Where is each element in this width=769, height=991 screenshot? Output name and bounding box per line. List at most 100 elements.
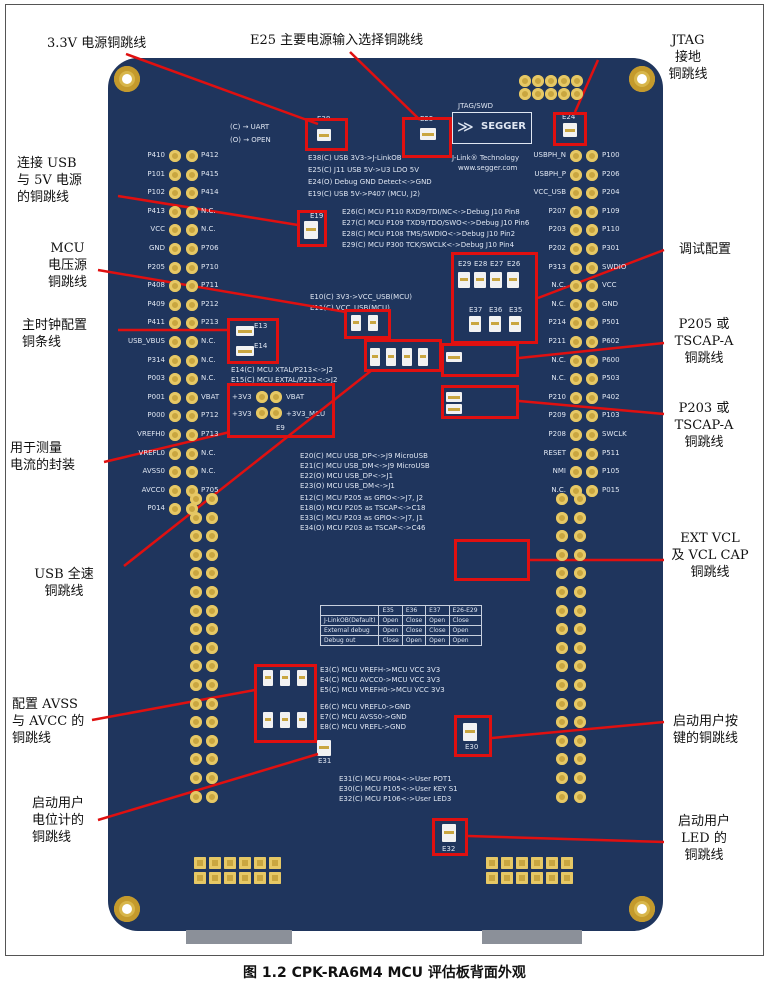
jumper-pad	[297, 670, 307, 686]
jumper-pad	[509, 316, 521, 332]
pin-label-right-inner: USBPH_N	[533, 151, 566, 159]
pin-label-left-inner: VBAT	[201, 392, 220, 401]
pmod-pin	[239, 857, 251, 869]
pin-label-right-inner: USBPH_P	[534, 169, 566, 178]
pmod-pin	[269, 857, 281, 869]
mounting-hole	[114, 66, 140, 92]
pin-label-right: P100	[602, 151, 620, 159]
pin-label-left-inner: P705	[201, 485, 219, 494]
header-pin	[556, 697, 568, 710]
callout-line: 启动用户	[677, 814, 730, 829]
callout-line: 电流的封装	[10, 458, 76, 473]
callout-line: 铜跳线	[668, 67, 708, 82]
silk-e7: E7(C) MCU AVSS0->GND	[320, 713, 407, 721]
header-pin	[190, 790, 202, 803]
silk-e29-label: E29	[458, 260, 472, 268]
header-pin	[570, 280, 582, 293]
header-pin	[186, 391, 198, 404]
pin-label-left: P314	[147, 355, 165, 364]
jumper-pad	[402, 348, 412, 366]
header-pin	[190, 734, 202, 747]
pin-label-left-inner: N.C.	[201, 374, 216, 383]
header-pin	[186, 280, 198, 293]
leader-line	[573, 59, 600, 113]
silk-e28-label: E28	[474, 260, 488, 268]
pin-label-left: P413	[147, 206, 165, 215]
header-pin	[186, 150, 198, 162]
callout-line: 与 5V 电源	[17, 173, 82, 188]
silk-e31-label: E31	[318, 757, 332, 765]
header-pin	[586, 224, 598, 237]
pin-label-right-inner: NMI	[552, 467, 566, 476]
pmod-pin	[501, 872, 513, 884]
silk-e10: E10(C) 3V3->VCC_USB(MCU)	[310, 293, 412, 301]
header-pin	[574, 586, 586, 598]
header-pin	[206, 511, 218, 524]
table-header: E35 E36 E37 E26-E29	[319, 605, 482, 616]
header-pin	[570, 429, 582, 441]
silk-3v3-2: +3V3	[232, 410, 252, 418]
header-pin	[186, 261, 198, 274]
jumper-pad	[280, 712, 290, 728]
pmod-connector-right	[482, 930, 582, 944]
header-pin	[206, 641, 218, 654]
callout-line: 键的铜跳线	[673, 731, 739, 746]
header-pin	[570, 410, 582, 423]
mounting-hole	[629, 896, 655, 922]
pin-label-right: P600	[602, 355, 620, 364]
header-pin	[570, 205, 582, 218]
pmod-pin	[546, 872, 558, 884]
leader-line	[518, 341, 665, 360]
pin-label-right-inner: P313	[548, 262, 566, 271]
pin-label-left: VREFH0	[137, 430, 165, 438]
pin-label-right: P015	[602, 485, 620, 494]
silk-e24: E24	[562, 113, 576, 121]
header-pin	[556, 604, 568, 617]
silk-e32: E32(C) MCU P106<->User LED3	[339, 795, 452, 803]
header-pin	[586, 317, 598, 330]
pin-label-right: P602	[602, 337, 620, 345]
jumper-pad	[563, 123, 577, 137]
pin-label-left-inner: P414	[201, 188, 219, 197]
header-pin	[574, 753, 586, 766]
header-pin	[206, 716, 218, 729]
pin-label-right: P301	[602, 244, 620, 252]
silk-jlink-tech: J-Link® Technology	[452, 154, 520, 162]
pin-label-left-inner: P213	[201, 318, 219, 327]
highlight-current-measure	[227, 383, 335, 438]
header-pin	[169, 261, 181, 274]
highlight-e32	[432, 818, 468, 856]
pin-label-left-inner: P711	[201, 281, 219, 290]
header-pin	[206, 772, 218, 784]
header-pin	[556, 641, 568, 654]
header-pin	[186, 466, 198, 479]
pin-label-left-inner: N.C.	[201, 337, 216, 345]
jumper-pad	[368, 315, 378, 331]
jumper-pad	[490, 272, 502, 288]
header-pin	[586, 410, 598, 423]
pmod-pin	[516, 872, 528, 884]
jumper-pad	[317, 129, 331, 141]
header-pin	[206, 604, 218, 617]
pmod-pin	[531, 857, 543, 869]
pmod-pin	[254, 857, 266, 869]
header-pin	[169, 298, 181, 311]
pin-label-right: VCC	[602, 281, 617, 290]
pin-label-left: P003	[147, 374, 165, 383]
callout-line: LED 的	[681, 831, 727, 846]
silk-3v3: +3V3	[232, 393, 252, 401]
leader-line	[97, 752, 319, 822]
highlight-e13-e14	[227, 318, 279, 364]
header-pin	[586, 336, 598, 348]
pin-label-right: P511	[602, 448, 620, 457]
jtag-pin	[532, 75, 544, 87]
silk-e28: E28(C) MCU P108 TMS/SWDIO<->Debug J10 Pi…	[342, 230, 516, 238]
header-pin	[190, 586, 202, 598]
callout-line: 配置 AVSS	[12, 697, 78, 712]
callout-line: 铜跳线	[690, 565, 730, 580]
highlight-avss-avcc	[254, 664, 317, 743]
segger-text: SEGGER	[481, 121, 526, 132]
header-pin	[169, 354, 181, 367]
highlight-e33-e34	[441, 385, 519, 419]
silk-e31: E31(C) MCU P004<->User POT1	[339, 775, 452, 783]
